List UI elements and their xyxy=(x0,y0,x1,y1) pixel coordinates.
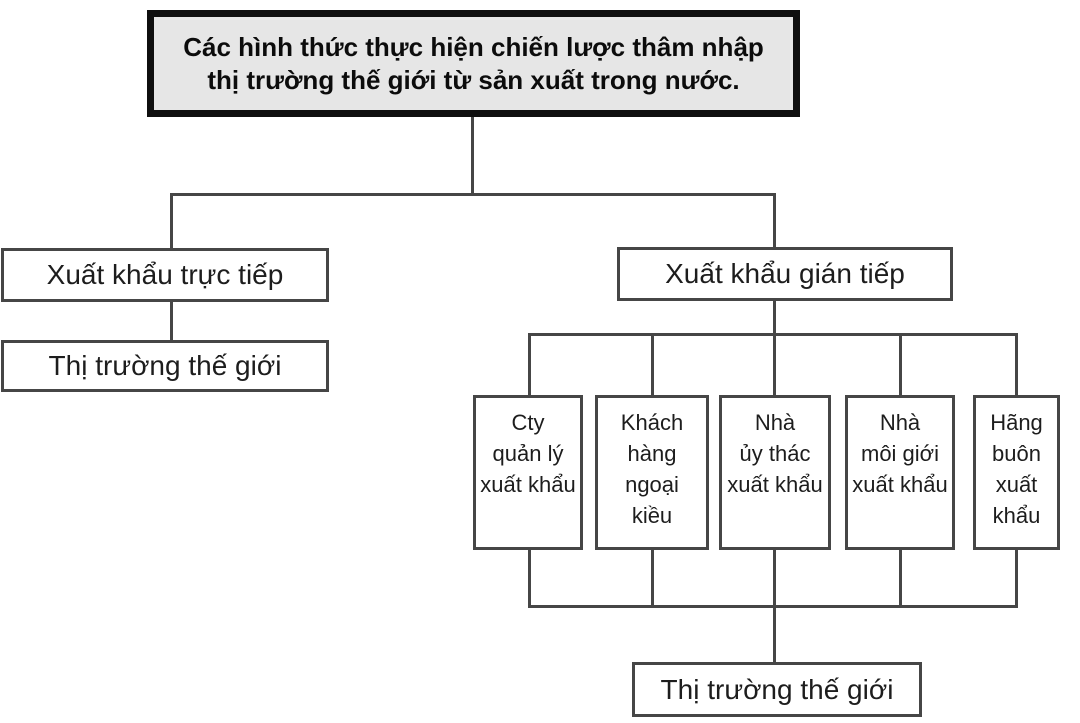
node-overseas-customers: Khách hàng ngoại kiều xyxy=(595,395,709,550)
node-line: hàng xyxy=(627,441,677,466)
node-line: xuất xyxy=(995,472,1038,497)
connector-stub-top-1 xyxy=(528,333,531,395)
node-line: kiều xyxy=(631,503,673,528)
node-title: Các hình thức thực hiện chiến lược thâm … xyxy=(147,10,800,117)
node-line: xuất khẩu xyxy=(480,472,576,497)
node-direct-export: Xuất khẩu trực tiếp xyxy=(1,248,329,302)
title-line-1: Các hình thức thực hiện chiến lược thâm … xyxy=(183,31,764,62)
connector-stub-bottom-3 xyxy=(773,550,776,605)
node-left-world-market-label: Thị trường thế giới xyxy=(48,350,282,381)
node-line: môi giới xyxy=(861,441,939,466)
connector-stub-bottom-4 xyxy=(899,550,902,605)
node-line: ủy thác xyxy=(739,441,811,466)
node-left-world-market: Thị trường thế giới xyxy=(1,340,329,392)
connector-branch-horizontal xyxy=(170,193,776,196)
connector-stub-bottom-5 xyxy=(1015,550,1018,605)
node-line: Nhà xyxy=(879,410,921,435)
connector-left-mid-vertical xyxy=(170,302,173,340)
node-line: xuất khẩu xyxy=(727,472,823,497)
node-direct-export-label: Xuất khẩu trực tiếp xyxy=(46,259,284,290)
node-line: Hãng xyxy=(990,410,1043,435)
connector-right-mid-vertical xyxy=(773,301,776,333)
node-line: khẩu xyxy=(992,503,1041,528)
node-line: Nhà xyxy=(754,410,796,435)
connector-stub-top-5 xyxy=(1015,333,1018,395)
node-export-broker: Nhà môi giới xuất khẩu xyxy=(845,395,955,550)
node-line: Khách xyxy=(620,410,684,435)
connector-right-branch-vertical xyxy=(773,193,776,247)
node-indirect-export-label: Xuất khẩu gián tiếp xyxy=(665,258,905,289)
node-export-trustee: Nhà ủy thác xuất khẩu xyxy=(719,395,831,550)
connector-title-vertical xyxy=(471,117,474,193)
node-line: ngoại xyxy=(625,472,679,497)
node-line: buôn xyxy=(992,441,1041,466)
connector-bottom-vertical xyxy=(773,605,776,662)
connector-stub-bottom-1 xyxy=(528,550,531,605)
node-indirect-export: Xuất khẩu gián tiếp xyxy=(617,247,953,301)
title-line-2: thị trường thế giới từ sản xuất trong nư… xyxy=(207,64,740,95)
node-line: xuất khẩu xyxy=(852,472,948,497)
node-line: quản lý xyxy=(492,441,564,466)
connector-left-branch-vertical xyxy=(170,193,173,248)
node-export-management-company: Cty quản lý xuất khẩu xyxy=(473,395,583,550)
connector-stub-top-2 xyxy=(651,333,654,395)
connector-stub-bottom-2 xyxy=(651,550,654,605)
node-right-world-market-label: Thị trường thế giới xyxy=(660,673,894,705)
connector-stub-top-4 xyxy=(899,333,902,395)
connector-stub-top-3 xyxy=(773,333,776,395)
node-line: Cty xyxy=(511,410,545,435)
node-export-trading-firm: Hãng buôn xuất khẩu xyxy=(973,395,1060,550)
node-right-world-market: Thị trường thế giới xyxy=(632,662,922,717)
